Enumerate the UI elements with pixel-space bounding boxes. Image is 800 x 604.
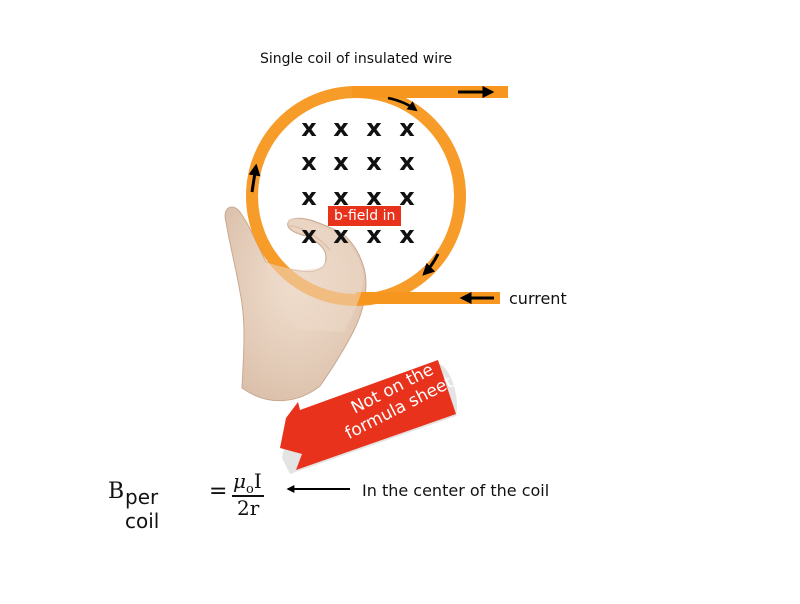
current-label: current bbox=[509, 289, 567, 308]
callout-banner bbox=[280, 360, 458, 474]
field-mark-x: x bbox=[333, 148, 349, 176]
current-arrow-coil-left bbox=[248, 163, 261, 193]
field-mark-x: x bbox=[399, 148, 415, 176]
field-mark-x: x bbox=[399, 221, 415, 249]
field-mark-x: x bbox=[301, 148, 317, 176]
field-mark-x: x bbox=[301, 183, 317, 211]
formula-subscript: per coil bbox=[125, 485, 160, 533]
bfield-label: b-field in bbox=[328, 206, 402, 226]
field-mark-x: x bbox=[333, 221, 349, 249]
field-mark-x: x bbox=[301, 221, 317, 249]
current-arrow-coil-top bbox=[387, 96, 418, 112]
formula-equals: = bbox=[209, 479, 228, 504]
formula-mu-sub: o bbox=[246, 482, 254, 497]
hand-fingers-overlay bbox=[266, 218, 364, 332]
field-mark-x: x bbox=[366, 114, 382, 142]
formula-denominator: 2r bbox=[237, 496, 260, 520]
field-mark-x: x bbox=[366, 221, 382, 249]
field-mark-x: x bbox=[333, 114, 349, 142]
field-mark-x: x bbox=[333, 183, 349, 211]
diagram-title: Single coil of insulated wire bbox=[260, 51, 453, 67]
formula-numerator: μoI bbox=[233, 469, 262, 497]
center-of-coil-label: In the center of the coil bbox=[362, 481, 550, 500]
formula-mu: μ bbox=[233, 469, 246, 493]
formula-current: I bbox=[253, 469, 262, 493]
formula-b-symbol: B bbox=[108, 479, 125, 504]
field-mark-x: x bbox=[399, 114, 415, 142]
field-mark-x: x bbox=[366, 183, 382, 211]
field-mark-x: x bbox=[301, 114, 317, 142]
current-arrow-coil-right bbox=[422, 253, 440, 276]
formula-fraction-bar bbox=[232, 495, 264, 497]
field-mark-x: x bbox=[399, 183, 415, 211]
field-mark-x: x bbox=[366, 148, 382, 176]
